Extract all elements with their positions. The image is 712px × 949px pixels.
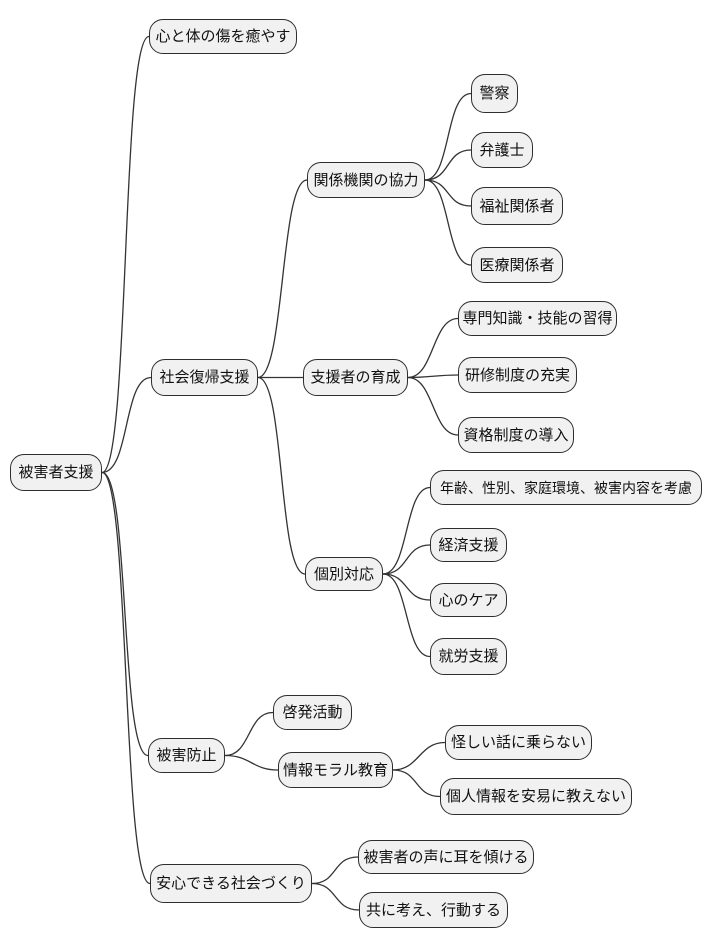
edge-root-prevention <box>101 471 149 757</box>
node-training-system: 研修制度の充実 <box>458 357 577 393</box>
node-lawyer: 弁護士 <box>471 132 533 168</box>
node-economic-support: 経済支援 <box>430 528 507 562</box>
node-expertise-acquisition: 専門知識・技能の習得 <box>458 301 617 336</box>
edge-training-shikaku <box>407 376 459 436</box>
node-consider-attributes: 年齢、性別、家庭環境、被害内容を考慮 <box>430 470 702 505</box>
edge-root-rehab <box>101 376 152 474</box>
edge-cooperation-lawyer <box>424 149 472 181</box>
edge-individual-economic <box>382 544 431 575</box>
node-social-reintegration: 社会復帰支援 <box>151 359 258 396</box>
node-employment-support: 就労支援 <box>430 638 507 675</box>
edge-individual-age <box>382 486 431 575</box>
edge-cooperation-police <box>424 92 472 181</box>
edge-rehab-cooperation <box>257 179 308 379</box>
node-root: 被害者支援 <box>10 454 102 491</box>
node-listen-to-victims: 被害者の声に耳を傾ける <box>358 840 534 874</box>
node-supporter-training: 支援者の育成 <box>303 359 408 396</box>
edge-cooperation-medical <box>424 179 472 266</box>
edge-training-expertise <box>407 317 459 379</box>
edge-safe-listen <box>311 856 359 885</box>
edge-prevention-moral <box>224 754 279 771</box>
node-damage-prevention: 被害防止 <box>148 738 225 773</box>
node-medical-workers: 医療関係者 <box>471 247 563 283</box>
edge-training-kenshu <box>407 374 459 379</box>
edge-moral-suspicious <box>392 741 446 771</box>
node-protect-personal-info: 個人情報を安易に教えない <box>440 778 632 815</box>
edge-root-safe-society <box>101 471 151 885</box>
node-heal-wounds: 心と体の傷を癒やす <box>149 19 297 54</box>
edge-cooperation-welfare <box>424 179 472 207</box>
edge-root-heal <box>101 35 150 474</box>
node-individual-response: 個別対応 <box>305 557 383 591</box>
node-awareness-activities: 啓発活動 <box>273 695 352 730</box>
node-certification-system: 資格制度の導入 <box>458 417 574 453</box>
node-info-moral-education: 情報モラル教育 <box>278 752 393 788</box>
edge-safe-act <box>311 882 360 911</box>
edge-rehab-individual <box>257 376 306 575</box>
node-agency-cooperation: 関係機関の協力 <box>307 162 425 198</box>
node-police: 警察 <box>471 74 518 113</box>
node-welfare-workers: 福祉関係者 <box>471 187 563 225</box>
edge-moral-personal-info <box>392 769 441 798</box>
node-mental-care: 心のケア <box>430 583 507 617</box>
edge-prevention-awareness <box>224 711 274 757</box>
edge-individual-work <box>382 573 431 658</box>
edge-individual-care <box>382 573 431 601</box>
node-avoid-suspicious: 怪しい話に乗らない <box>445 725 592 760</box>
node-think-act-together: 共に考え、行動する <box>359 892 508 928</box>
node-safe-society: 安心できる社会づくり <box>150 864 312 903</box>
